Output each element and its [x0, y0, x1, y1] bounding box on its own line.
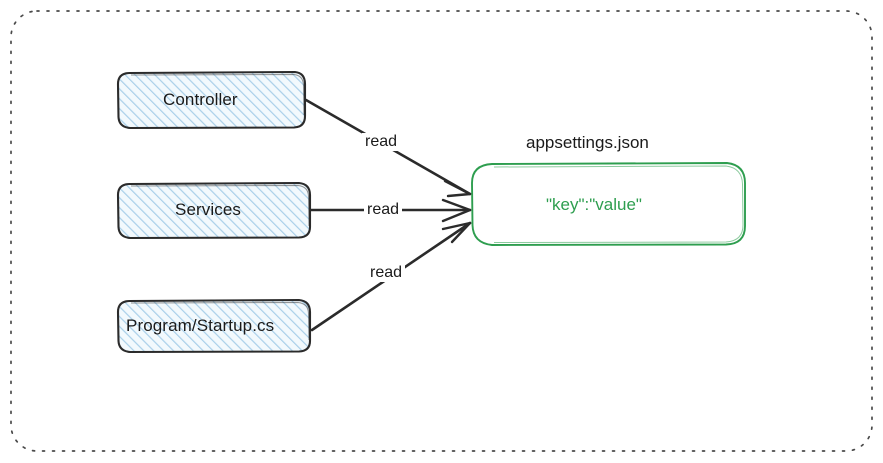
node-services[interactable]	[116, 181, 312, 240]
node-program-startup[interactable]	[116, 298, 312, 354]
node-program-startup-label: Program/Startup.cs	[126, 316, 275, 335]
edge-controller-read-arrowhead	[443, 179, 472, 198]
node-controller[interactable]	[116, 70, 307, 130]
edge-controller-read-label: read	[362, 133, 401, 151]
edge-services-read-label: read	[364, 201, 403, 219]
diagram-frame	[10, 10, 873, 452]
node-controller-label: Controller	[163, 90, 238, 109]
edge-services-read-arrowhead	[441, 198, 472, 223]
node-program-startup-shape	[116, 298, 312, 354]
node-appsettings-sketch-stroke	[493, 165, 744, 243]
node-controller-shape	[116, 70, 307, 130]
node-services-label: Services	[175, 200, 241, 219]
node-controller-sketch-stroke	[130, 73, 305, 116]
node-services-shape	[116, 181, 312, 240]
node-program-startup-sketch-stroke	[130, 301, 310, 341]
node-appsettings-content: "key":"value"	[546, 195, 642, 214]
edge-program-startup-read-label: read	[367, 264, 406, 282]
node-appsettings-shape	[471, 162, 746, 246]
node-appsettings-title: appsettings.json	[526, 133, 649, 152]
edge-program-startup-read-arrowhead	[441, 221, 472, 244]
node-appsettings[interactable]	[471, 162, 746, 246]
node-services-sketch-stroke	[130, 184, 310, 227]
